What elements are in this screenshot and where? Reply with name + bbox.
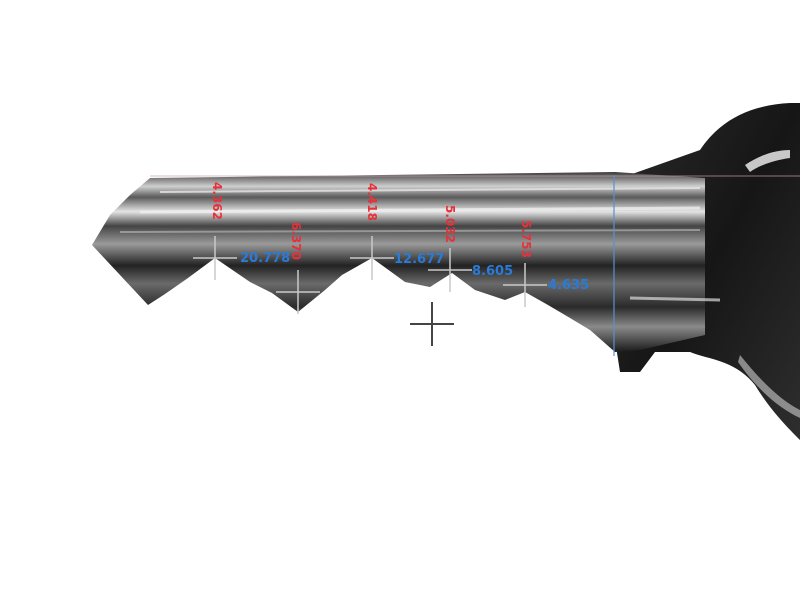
key-head-ridge (738, 355, 800, 418)
crosshair-icon (350, 236, 394, 280)
cut-position-label: 8.605 (472, 264, 513, 279)
key-blade (92, 172, 705, 352)
blade-groove (629, 296, 721, 302)
cut-markers (193, 236, 547, 314)
cut-position-label: 12.677 (394, 252, 444, 267)
blade-groove (159, 187, 701, 193)
crosshair-icon (503, 263, 547, 307)
cut-depth-label: 5.753 (519, 220, 533, 258)
crosshair-icon (193, 236, 237, 280)
cut-depth-label: 4.418 (365, 183, 379, 221)
blade-groove (119, 229, 701, 233)
crosshair-icon (276, 270, 320, 314)
cut-position-label: 4.635 (548, 278, 589, 293)
cut-depth-label: 4.362 (210, 182, 224, 220)
key-head-highlight (745, 150, 790, 172)
cut-position-label: 20.778 (240, 251, 290, 266)
crosshair-icon (428, 248, 472, 292)
cut-depth-label: 6.370 (289, 222, 303, 260)
blade-groove (139, 206, 701, 214)
cut-depth-label: 5.032 (443, 205, 457, 243)
crosshair-icon[interactable] (410, 302, 454, 346)
